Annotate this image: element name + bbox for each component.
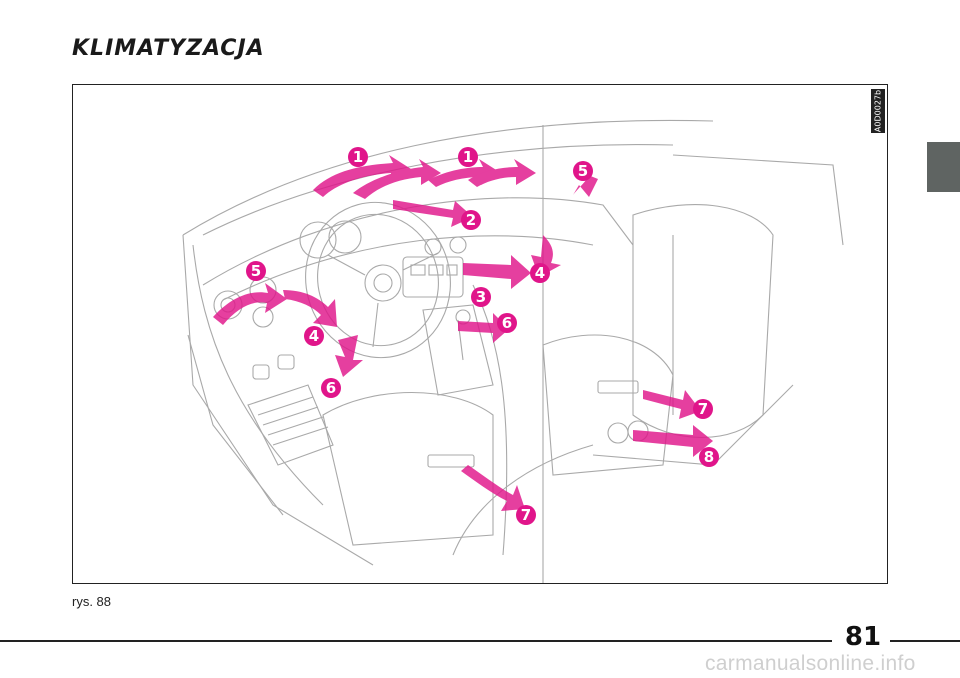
- figure-code-label: A0D0027b: [871, 89, 885, 133]
- svg-text:4: 4: [535, 264, 545, 282]
- airflow-arrows: [213, 155, 713, 511]
- svg-text:5: 5: [578, 162, 588, 180]
- callout-6a: 6: [321, 378, 341, 398]
- page-number: 81: [844, 622, 882, 652]
- callout-markers: 1 1 2 3 4 4 5 5 6 6 7 7 8: [246, 147, 719, 525]
- callout-1a: 1: [348, 147, 368, 167]
- chapter-tab: [927, 142, 960, 192]
- svg-text:3: 3: [476, 288, 486, 306]
- svg-text:6: 6: [502, 314, 512, 332]
- svg-text:1: 1: [463, 148, 473, 166]
- callout-4b: 4: [530, 263, 550, 283]
- callout-7b: 7: [693, 399, 713, 419]
- callout-8: 8: [699, 447, 719, 467]
- car-interior-illustration: 1 1 2 3 4 4 5 5 6 6 7 7 8: [182, 119, 844, 583]
- footer-rule-right: [890, 640, 960, 642]
- line-art: [182, 119, 844, 583]
- callout-5a: 5: [246, 261, 266, 281]
- footer-rule-left: [0, 640, 832, 642]
- figure-frame: A0D0027b: [72, 84, 888, 584]
- svg-text:2: 2: [466, 211, 476, 229]
- svg-text:7: 7: [698, 400, 708, 418]
- svg-text:7: 7: [521, 506, 531, 524]
- svg-text:5: 5: [251, 262, 261, 280]
- svg-text:4: 4: [309, 327, 319, 345]
- svg-text:6: 6: [326, 379, 336, 397]
- callout-1b: 1: [458, 147, 478, 167]
- callout-5b: 5: [573, 161, 593, 181]
- callout-4a: 4: [304, 326, 324, 346]
- figure-caption: rys. 88: [72, 594, 112, 609]
- callout-6b: 6: [497, 313, 517, 333]
- svg-text:1: 1: [353, 148, 363, 166]
- watermark-text: carmanualsonline.info: [705, 652, 916, 675]
- callout-2: 2: [461, 210, 481, 230]
- page-title: KLIMATYZACJA: [72, 36, 265, 61]
- callout-7a: 7: [516, 505, 536, 525]
- svg-text:8: 8: [704, 448, 714, 466]
- callout-3: 3: [471, 287, 491, 307]
